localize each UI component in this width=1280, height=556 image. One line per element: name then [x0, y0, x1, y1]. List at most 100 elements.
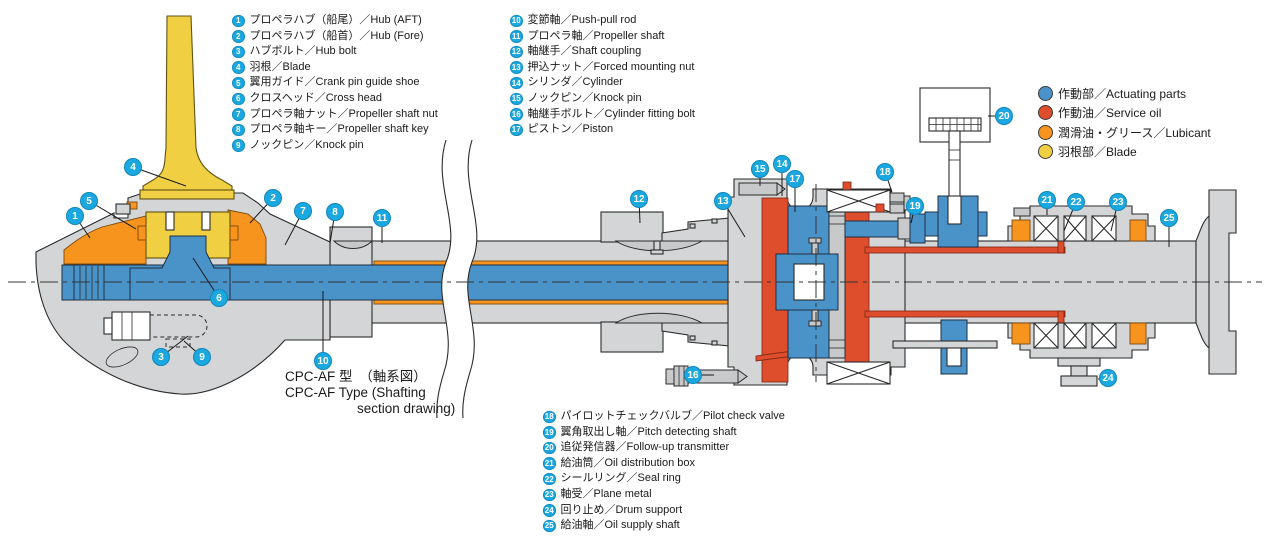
item-label: 給油筒／Oil distribution box: [560, 456, 696, 469]
item-number-badge: 10: [510, 14, 523, 28]
item-number-badge: 2: [232, 30, 245, 43]
item-label: 軸継手ボルト／Cylinder fitting bolt: [527, 107, 696, 120]
item-label: 押込ナット／Forced mounting nut: [527, 60, 695, 73]
legend-item: 15 ノックピン／Knock pin: [510, 91, 695, 107]
callout-2: 2: [264, 189, 282, 207]
color-swatch: [1038, 144, 1053, 160]
callout-8: 8: [326, 203, 344, 221]
legend-item: 4 羽根／Blade: [232, 60, 438, 76]
callout-20: 20: [995, 107, 1013, 125]
color-label: 作動油／Service oil: [1058, 106, 1162, 121]
item-label: プロペラハブ（船尾）／Hub (AFT): [249, 14, 422, 26]
item-number-badge: 7: [232, 108, 245, 121]
color-label: 作動部／Actuating parts: [1058, 87, 1187, 102]
item-label: シリンダ／Cylinder: [527, 76, 623, 89]
item-label: 追従発信器／Follow-up transmitter: [560, 441, 730, 454]
drawing-title: CPC-AF 型 （軸系図） CPC-AF Type (Shafting sec…: [285, 369, 455, 417]
item-label: プロペラ軸／Propeller shaft: [527, 29, 665, 42]
item-number-badge: 18: [543, 410, 556, 424]
parts-legend-hub: 1 プロペラハブ（船尾）／Hub (AFT) 2 プロペラハブ（船首）／Hub (Fo…: [232, 13, 438, 153]
item-label: クロスヘッド／Cross head: [249, 91, 382, 104]
callout-4: 4: [124, 158, 142, 176]
callout-16: 16: [684, 366, 702, 384]
item-label: 回り止め／Drum support: [560, 503, 683, 516]
color-legend-item: 作動部／Actuating parts: [1038, 84, 1211, 103]
follow-up-transmitter: [844, 87, 998, 375]
callout-5: 5: [80, 192, 98, 210]
callout-10: 10: [314, 352, 332, 370]
item-number-badge: 15: [510, 92, 523, 106]
color-swatch: [1038, 86, 1053, 102]
item-number-badge: 4: [232, 61, 245, 74]
legend-item: 14 シリンダ／Cylinder: [510, 75, 695, 91]
crosshead: [129, 235, 231, 301]
item-number-badge: 14: [510, 76, 523, 90]
legend-item: 21 給油筒／Oil distribution box: [543, 456, 785, 472]
color-legend: 作動部／Actuating parts 作動油／Service oil 潤滑油・グリ…: [1038, 84, 1211, 161]
callout-15: 15: [751, 160, 769, 178]
item-number-badge: 25: [543, 519, 556, 533]
color-legend-item: 潤滑油・グリース／Lubicant: [1038, 123, 1211, 142]
item-number-badge: 21: [543, 457, 556, 470]
item-label: 翼角取出し軸／Pitch detecting shaft: [560, 425, 737, 438]
drawing-title-en-line1: CPC-AF Type (Shafting: [285, 385, 426, 400]
item-number-badge: 6: [232, 92, 245, 106]
item-label: 変節軸／Push-pull rod: [527, 14, 637, 26]
callout-1: 1: [66, 207, 84, 225]
callout-17: 17: [786, 170, 804, 188]
legend-item: 2 プロペラハブ（船首）／Hub (Fore): [232, 29, 438, 45]
item-number-badge: 12: [510, 45, 523, 59]
callout-19: 19: [906, 197, 924, 215]
callout-22: 22: [1067, 193, 1085, 211]
callout-9: 9: [193, 348, 211, 366]
item-number-badge: 8: [232, 123, 245, 137]
callout-3: 3: [152, 348, 170, 366]
item-number-badge: 22: [543, 472, 556, 486]
hub-bolt-and-knock-pin: [103, 311, 208, 368]
legend-item: 22 シールリング／Seal ring: [543, 471, 785, 487]
color-legend-item: 作動油／Service oil: [1038, 103, 1211, 122]
legend-item: 6 クロスヘッド／Cross head: [232, 91, 438, 107]
item-number-badge: 9: [232, 139, 245, 152]
item-label: シールリング／Seal ring: [560, 472, 681, 485]
color-swatch: [1038, 105, 1053, 121]
color-swatch: [1038, 124, 1053, 140]
item-number-badge: 16: [510, 108, 523, 121]
callout-11: 11: [373, 209, 391, 227]
legend-item: 16 軸継手ボルト／Cylinder fitting bolt: [510, 107, 695, 123]
item-number-badge: 20: [543, 441, 556, 455]
callout-7: 7: [294, 202, 312, 220]
item-label: 羽根／Blade: [249, 60, 311, 73]
item-label: プロペラハブ（船首）／Hub (Fore): [249, 29, 424, 42]
item-label: ピストン／Piston: [527, 123, 614, 136]
item-label: 翼用ガイド／Crank pin guide shoe: [249, 76, 420, 89]
item-label: 軸継手／Shaft coupling: [527, 45, 642, 58]
item-number-badge: 1: [232, 14, 245, 28]
callout-13: 13: [714, 192, 732, 210]
drawing-title-ja: CPC-AF 型 （軸系図）: [285, 369, 427, 384]
callout-14: 14: [773, 155, 791, 173]
color-label: 潤滑油・グリース／Lubicant: [1058, 125, 1211, 140]
callout-23: 23: [1109, 193, 1127, 211]
item-label: ノックピン／Knock pin: [527, 91, 642, 104]
color-label: 羽根部／Blade: [1058, 145, 1137, 160]
callout-12: 12: [630, 190, 648, 208]
shaft-break: [436, 139, 478, 419]
item-label: 軸受／Plane metal: [560, 487, 652, 500]
callout-24: 24: [1099, 369, 1117, 387]
legend-item: 12 軸継手／Shaft coupling: [510, 44, 695, 60]
